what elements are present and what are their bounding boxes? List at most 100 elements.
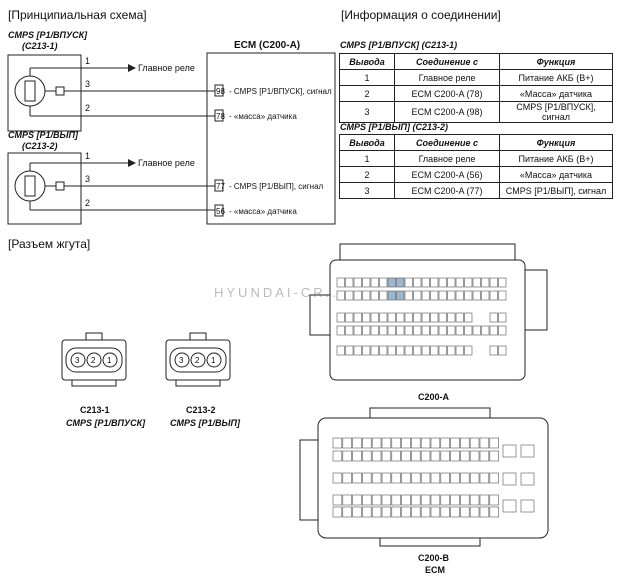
connector-pin [379,290,388,301]
s1-pin1: 1 [85,56,90,66]
connector-pin [345,290,354,301]
connector-pin [342,494,352,506]
connector-pin [455,290,464,301]
connector-pin [430,437,441,449]
connector-pin [332,506,343,518]
sensor1-code: (C213-1) [22,41,58,51]
col-header: Функция [499,53,613,70]
connector-pin [489,345,498,356]
connector-pin [481,325,490,336]
connector-pin [450,437,460,449]
connector-pin [396,325,405,336]
connector-pin [387,345,396,356]
connector-c213-1: 3 2 1 [61,332,127,387]
connector-pin [345,345,354,356]
sensor2-code: (C213-2) [22,141,58,151]
connector-pin [502,444,517,458]
connector-pin [336,277,345,288]
connector-pin [430,506,441,518]
sensor1-title: CMPS [P1/ВПУСК] [8,30,88,40]
connector-pin [438,345,447,356]
connector-pin [370,345,379,356]
connector-pin [469,437,480,449]
connector-pin [332,472,343,484]
connector-pin [455,345,464,356]
connector-pin [447,345,456,356]
connector-pin [460,494,470,506]
pin-98-label: - CMPS [P1/ВПУСК], сигнал [229,87,332,96]
connector-pin [345,325,354,336]
pin-77: 77 [216,182,225,191]
connector-pin [447,277,456,288]
connector-pin [498,345,507,356]
connector-c200-a [309,243,548,381]
connector-pin [502,472,517,486]
connector-pin [450,450,460,462]
connector-pin [464,325,473,336]
connector-pin [379,325,388,336]
connector-pin [447,325,456,336]
pin-56: 56 [216,207,225,216]
connector-pin [489,494,499,506]
connector-pin [370,290,379,301]
connector-pin [353,345,362,356]
harness-header: [Разъем жгута] [8,237,91,251]
s1-pin3: 3 [85,79,90,89]
connector-pin [438,325,447,336]
connector-pin [381,506,392,518]
connector-pin [413,290,422,301]
ecm-title: ECM (C200-A) [234,40,300,51]
connector-pin [352,506,362,518]
connector-pin [440,450,450,462]
col-header: Вывода [339,53,395,70]
connector-pin [362,277,371,288]
connector-pin [430,450,441,462]
sensor2-title: CMPS [P1/ВЫП] [8,130,79,140]
connector-pin [430,494,441,506]
watermark: HYUNDAI-CR.. [214,285,339,300]
connector-pin [362,450,372,462]
connector-pin [489,506,499,518]
c200-b-label: C200-B [418,553,450,563]
connector-pin [420,437,431,449]
pin-78-label: - «масса» датчика [229,112,297,121]
connector-pin [362,325,371,336]
connector-pin [479,472,490,484]
connector-pin [336,312,345,323]
connector-pin [455,325,464,336]
connector-pin [520,472,535,486]
connector-pin [362,494,372,506]
connector-pin [362,506,372,518]
connector-pin [440,437,450,449]
connector-pin [336,325,345,336]
connector-pin [411,437,421,449]
connector-pin [479,506,490,518]
connector-pin [401,450,411,462]
svg-text:3: 3 [75,356,80,365]
connector-pin [479,494,490,506]
connector-pin [342,450,352,462]
connector-c213-2: 3 2 1 [165,332,231,387]
connector-pin [404,290,413,301]
connector-pin [396,345,405,356]
connector-pin [353,325,362,336]
connector-pin [498,290,507,301]
connector-pin [420,472,431,484]
c213-1-label: CMPS [P1/ВПУСК] [66,418,146,428]
connector-pin [371,494,382,506]
connector-pin [430,290,439,301]
connector-pin [353,290,362,301]
connector-pin [520,444,535,458]
connector-pin [401,437,411,449]
connector-pin [460,437,470,449]
connector-pin [411,506,421,518]
connector-pin [481,290,490,301]
connector-pin [396,312,405,323]
svg-text:1: 1 [107,356,112,365]
connector-pin [413,325,422,336]
connector-pin [420,494,431,506]
connector-pin [342,472,352,484]
connector-pin [379,277,388,288]
